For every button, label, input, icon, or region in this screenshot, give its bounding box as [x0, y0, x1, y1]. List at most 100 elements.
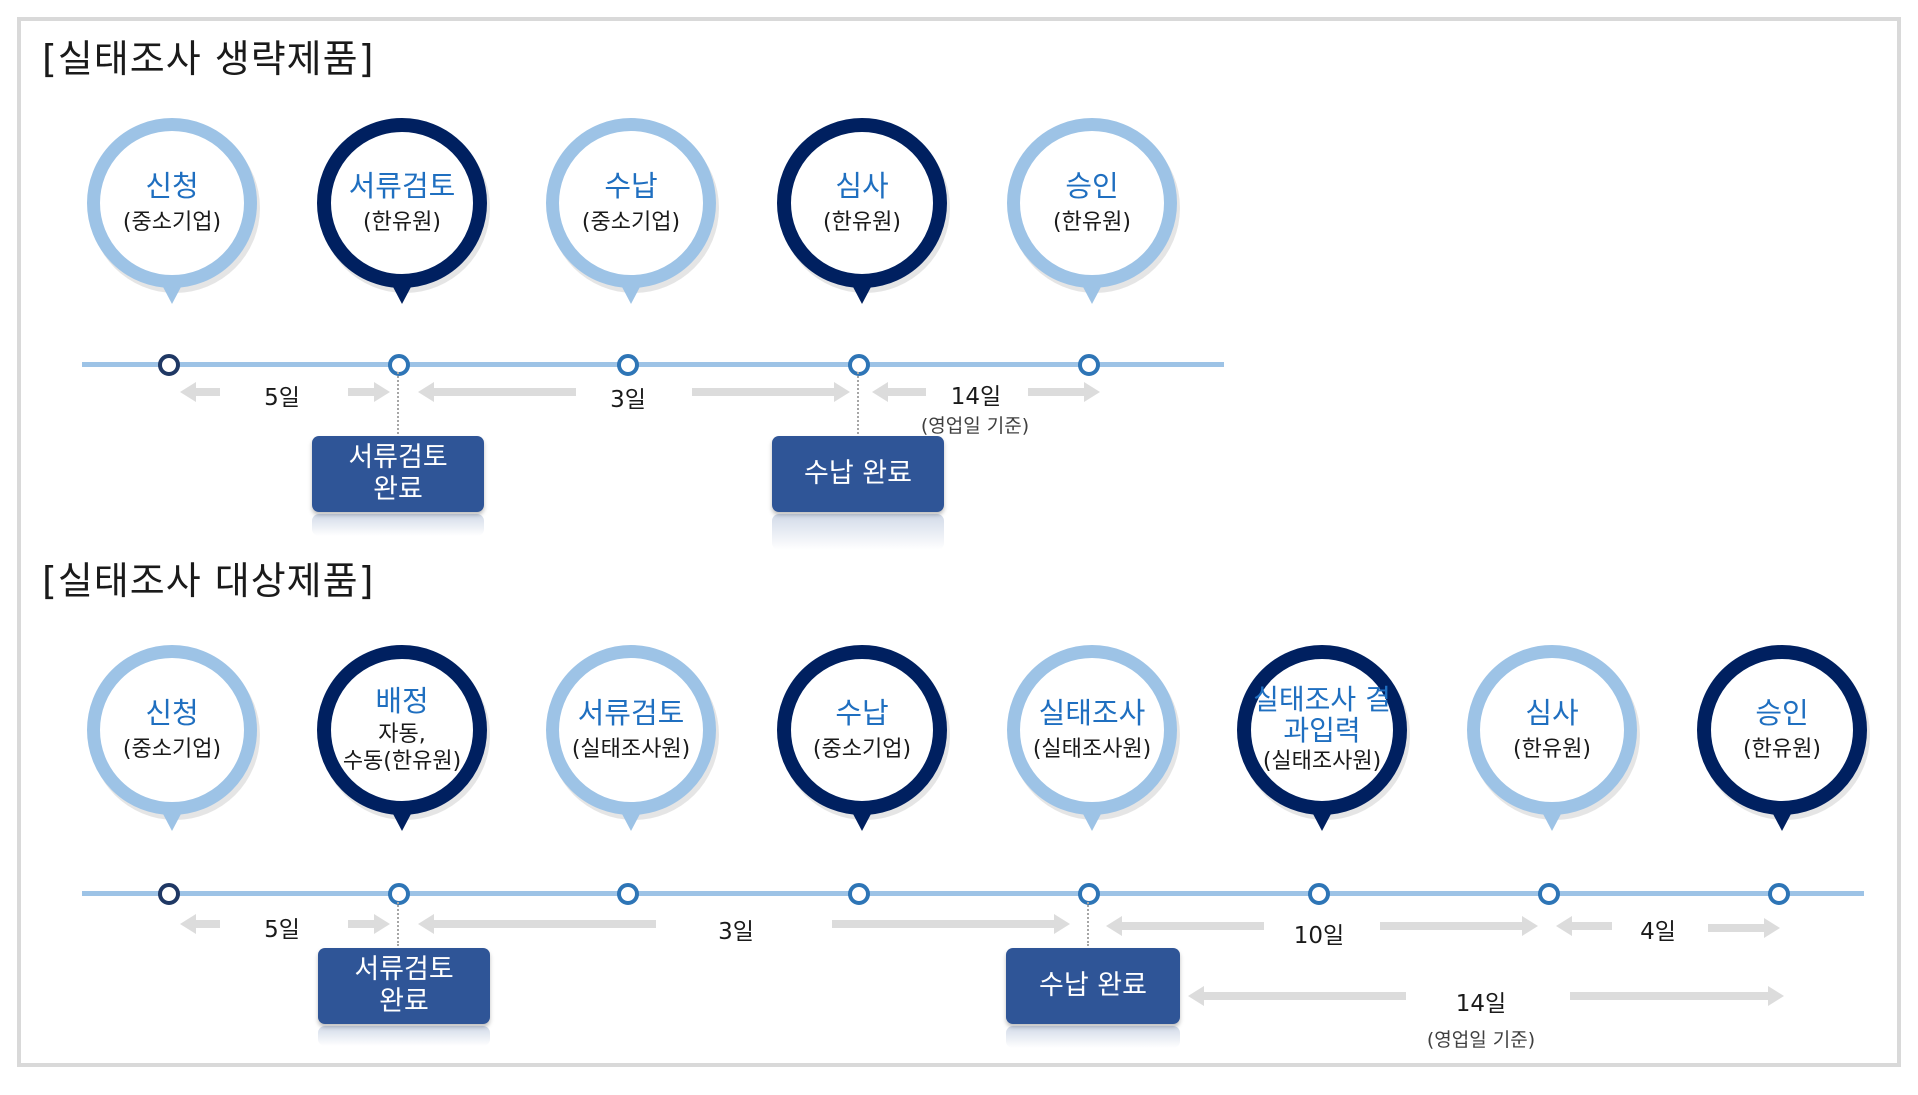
milestone-connector [857, 372, 859, 474]
step-responsible: (실태조사원) [571, 737, 691, 762]
pin-text: 서류검토 (한유원) [327, 128, 477, 278]
map-pin-icon [87, 645, 260, 831]
milestone-doc-review-complete: 서류검토 완료 [312, 436, 484, 512]
timeline-node [1538, 883, 1560, 905]
map-pin-icon [1007, 645, 1180, 831]
duration-label: 14일 [1455, 991, 1507, 1017]
map-pin-icon [317, 118, 490, 304]
duration-arrow-left [418, 914, 656, 934]
map-pin-icon [1237, 645, 1410, 831]
map-pin-icon [87, 118, 260, 304]
step-title: 심사 [835, 169, 889, 203]
timeline-node [617, 354, 639, 376]
duration-arrow-right [1708, 918, 1780, 938]
map-pin-icon [317, 645, 490, 831]
process-step-pin: 수납 (중소기업) [769, 637, 955, 847]
section-title-survey-target: [실태조사 대상제품] [42, 559, 375, 603]
pin-text: 신청 (중소기업) [97, 655, 247, 805]
step-title: 심사 [1525, 696, 1579, 730]
duration-label: 5일 [264, 917, 300, 943]
duration-arrow-right [1380, 916, 1538, 936]
duration-label: 14일 [950, 384, 1002, 410]
process-step-pin: 심사 (한유원) [1459, 637, 1645, 847]
step-title: 수납 [835, 696, 889, 730]
step-title: 서류검토 [348, 169, 456, 203]
pin-text: 실태조사 (실태조사원) [1017, 655, 1167, 805]
timeline-node [158, 883, 180, 905]
milestone-payment-complete: 수납 완료 [1006, 948, 1180, 1024]
duration-label: 3일 [610, 387, 646, 413]
step-title: 신청 [145, 169, 199, 203]
step-responsible: (한유원) [1053, 210, 1131, 235]
pin-text: 수납(중소기업) [556, 128, 706, 278]
process-step-pin: 서류검토 (한유원) [309, 110, 495, 320]
pin-text: 수납 (중소기업) [787, 655, 937, 805]
milestone-connector [397, 902, 399, 946]
timeline-node [1768, 883, 1790, 905]
pin-text: 심사(한유원) [787, 128, 937, 278]
step-title: 실태조사 결과입력 [1253, 683, 1391, 747]
duration-label: 4일 [1640, 919, 1676, 945]
duration-label: 3일 [718, 919, 754, 945]
pin-text: 승인(한유원) [1707, 655, 1857, 805]
step-title: 승인 [1065, 169, 1119, 203]
step-responsible: (실태조사원) [1262, 749, 1382, 774]
process-step-pin: 심사(한유원) [769, 110, 955, 320]
duration-arrow-left [418, 382, 576, 402]
business-days-note: (영업일 기준) [1426, 1029, 1536, 1051]
milestone-connector [397, 372, 399, 434]
step-title: 실태조사 [1038, 696, 1146, 730]
process-step-pin: 신청 (중소기업) [79, 110, 265, 320]
process-step-pin: 수납(중소기업) [538, 110, 724, 320]
step-responsible: (실태조사원) [1032, 737, 1152, 762]
map-pin-icon [777, 118, 950, 304]
duration-arrow-left [872, 382, 926, 402]
step-responsible: 수동(한유원) [342, 749, 462, 774]
milestone-payment-complete: 수납 완료 [772, 436, 944, 512]
step-responsible: (중소기업) [122, 210, 222, 235]
duration-arrow-right [832, 914, 1070, 934]
step-title: 승인 [1755, 696, 1809, 730]
milestone-reflection [312, 514, 484, 536]
milestone-reflection [772, 514, 944, 550]
pin-text: 심사 (한유원) [1477, 655, 1627, 805]
section-title-skip-survey: [실태조사 생략제품] [42, 37, 375, 81]
duration-arrow-right [1028, 382, 1100, 402]
timeline-s1 [82, 362, 1224, 367]
milestone-connector [1087, 902, 1089, 946]
step-responsible: (중소기업) [122, 737, 222, 762]
pin-text: 실태조사 결과입력(실태조사원) [1247, 655, 1397, 805]
duration-arrow-right [1570, 986, 1784, 1006]
map-pin-icon [546, 118, 719, 304]
map-pin-icon [1697, 645, 1870, 831]
step-responsible: (한유원) [363, 210, 441, 235]
step-responsible: (한유원) [1513, 737, 1591, 762]
process-step-pin: 실태조사 (실태조사원) [999, 637, 1185, 847]
milestone-reflection [318, 1026, 490, 1046]
duration-arrow-right [692, 382, 850, 402]
timeline-node [848, 883, 870, 905]
duration-arrow-left [1556, 916, 1612, 936]
step-title: 신청 [145, 696, 199, 730]
step-title: 배정 [375, 684, 429, 718]
process-step-pin: 실태조사 결과입력(실태조사원) [1229, 637, 1415, 847]
step-responsible: (중소기업) [812, 737, 912, 762]
diagram-frame [17, 17, 1901, 1067]
step-note: 자동, [378, 722, 426, 747]
map-pin-icon [777, 645, 950, 831]
duration-arrow-right [348, 914, 390, 934]
duration-label: 10일 [1293, 923, 1345, 949]
map-pin-icon [1467, 645, 1640, 831]
timeline-node [388, 354, 410, 376]
duration-arrow-left [1188, 986, 1406, 1006]
duration-label: 5일 [264, 385, 300, 411]
milestone-doc-review-complete: 서류검토 완료 [318, 948, 490, 1024]
process-step-pin: 승인 (한유원) [999, 110, 1185, 320]
timeline-node [848, 354, 870, 376]
business-days-note: (영업일 기준) [920, 415, 1030, 437]
duration-arrow-left [180, 914, 220, 934]
pin-text: 신청 (중소기업) [97, 128, 247, 278]
process-step-pin: 승인(한유원) [1689, 637, 1875, 847]
process-step-pin: 신청 (중소기업) [79, 637, 265, 847]
